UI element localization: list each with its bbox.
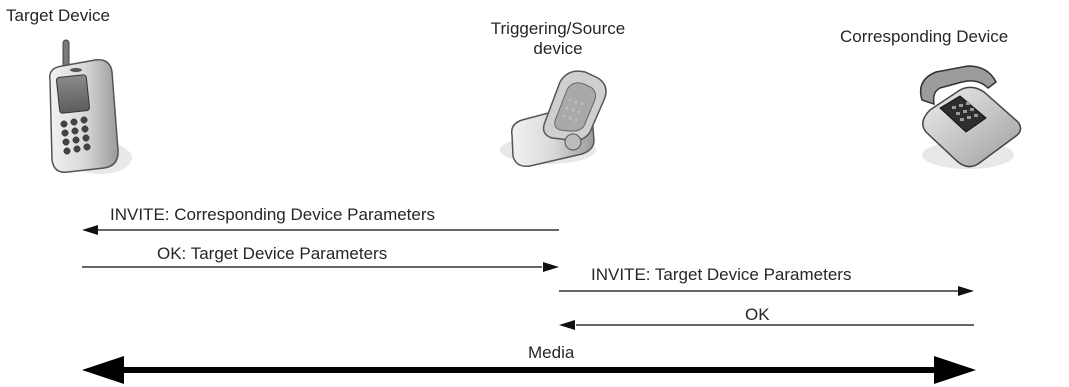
source-device-label-line2: device bbox=[533, 39, 583, 58]
source-device-label-line1: Triggering/Source bbox=[490, 19, 626, 38]
message-label-2: OK: Target Device Parameters bbox=[157, 244, 388, 263]
desk-telephone-icon bbox=[919, 65, 1022, 169]
target-device-label: Target Device bbox=[6, 6, 110, 25]
flip-phone-icon bbox=[500, 70, 607, 168]
message-arrow-2 bbox=[82, 262, 559, 272]
media-double-arrow bbox=[82, 356, 976, 384]
message-label-3: INVITE: Target Device Parameters bbox=[591, 265, 852, 284]
message-arrow-1 bbox=[82, 225, 559, 235]
mobile-phone-icon bbox=[49, 39, 132, 174]
source-device-label: Triggering/Source device bbox=[463, 19, 653, 59]
message-label-4: OK bbox=[745, 305, 770, 324]
message-arrow-3 bbox=[559, 286, 974, 296]
message-label-1: INVITE: Corresponding Device Parameters bbox=[110, 205, 436, 224]
message-arrow-4 bbox=[559, 320, 974, 330]
media-label: Media bbox=[528, 343, 575, 362]
corresponding-device-label: Corresponding Device bbox=[840, 27, 1009, 46]
